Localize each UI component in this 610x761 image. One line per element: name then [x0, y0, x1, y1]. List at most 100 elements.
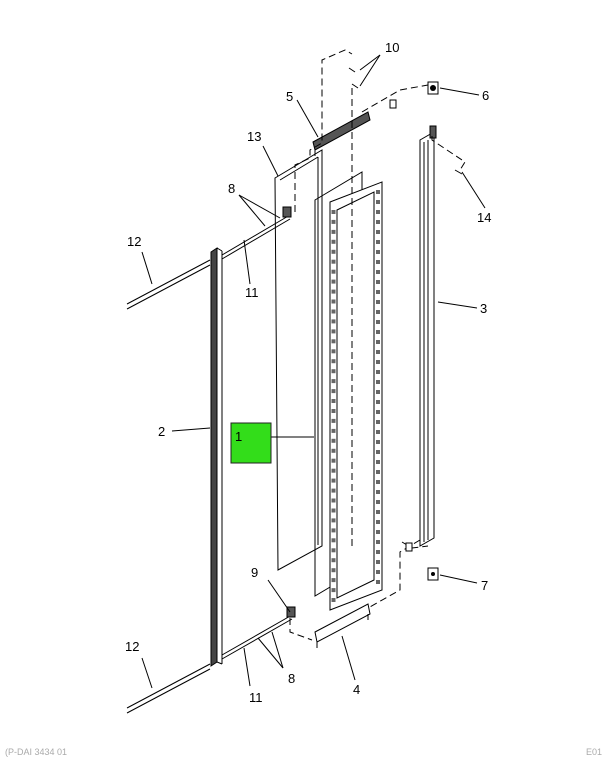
perforation	[376, 570, 380, 574]
perforation	[376, 190, 380, 194]
perforation	[331, 518, 336, 523]
highlight-box[interactable]	[230, 422, 272, 464]
perforation	[376, 500, 380, 504]
perforation	[376, 440, 380, 444]
perforation	[331, 309, 336, 314]
perforation	[376, 580, 380, 584]
callout-4[interactable]: 4	[353, 682, 360, 697]
perforation	[331, 458, 336, 463]
perforation	[331, 409, 336, 413]
callout-14[interactable]: 14	[477, 210, 491, 225]
perforation	[376, 520, 380, 524]
callout-13[interactable]: 13	[247, 129, 261, 144]
perforation	[376, 470, 380, 474]
rod-lower	[126, 663, 211, 714]
callout-7[interactable]: 7	[481, 578, 488, 593]
perforation	[331, 210, 336, 214]
perforation	[331, 399, 336, 403]
bottom-hinge	[427, 567, 439, 581]
perforation	[376, 330, 380, 334]
footer-code-right: E01	[585, 747, 602, 757]
perforation	[376, 420, 380, 424]
perforation	[331, 379, 336, 384]
perforation	[376, 430, 380, 434]
callout-9[interactable]: 9	[251, 565, 258, 580]
perforation	[376, 220, 380, 224]
perforation	[376, 550, 380, 554]
perforation	[331, 219, 336, 224]
perforation	[376, 340, 380, 344]
perforation	[376, 530, 380, 534]
callout-6[interactable]: 6	[482, 88, 489, 103]
callout-2[interactable]: 2	[158, 424, 165, 439]
callout-1[interactable]: 1	[235, 429, 242, 444]
callout-8-lower[interactable]: 8	[288, 671, 295, 686]
perforation	[331, 538, 336, 543]
perforation	[331, 448, 336, 453]
perforation	[331, 508, 336, 513]
perforation	[331, 289, 336, 294]
perforation	[331, 438, 336, 443]
perforation	[376, 410, 380, 414]
callout-10[interactable]: 10	[385, 40, 399, 55]
perforation	[331, 279, 336, 284]
perforation	[376, 460, 380, 464]
perforation	[331, 588, 336, 593]
perforation	[376, 300, 380, 304]
perforation	[331, 598, 336, 602]
perforation	[331, 229, 336, 234]
perforation	[331, 259, 336, 264]
perforation	[376, 260, 380, 264]
footer-code-left: (P-DAI 3434 01	[5, 747, 68, 757]
perforation	[376, 450, 380, 454]
top-bracket	[312, 111, 371, 156]
perforation	[331, 389, 336, 394]
callout-11-lower[interactable]: 11	[249, 690, 263, 705]
callout-12-lower[interactable]: 12	[125, 639, 139, 654]
perforation	[376, 280, 380, 284]
callout-8-upper[interactable]: 8	[228, 181, 235, 196]
perforation	[376, 400, 380, 404]
perforation	[376, 350, 380, 354]
perforation	[331, 349, 336, 354]
perforation	[331, 359, 336, 364]
perforation	[331, 468, 336, 473]
perforation	[376, 490, 380, 494]
callout-11-upper[interactable]: 11	[245, 285, 259, 300]
perforation	[331, 329, 336, 334]
perforation	[376, 240, 380, 244]
rod-upper	[126, 259, 211, 310]
perforation	[331, 528, 336, 533]
perforation	[331, 299, 336, 304]
bottom-bracket	[314, 603, 371, 648]
perforation	[331, 369, 336, 374]
perforation	[376, 480, 380, 484]
perforation	[376, 250, 380, 254]
perforation	[376, 210, 380, 214]
screws	[348, 67, 463, 552]
callout-5[interactable]: 5	[286, 89, 293, 104]
perforation	[331, 478, 336, 483]
perforation	[376, 510, 380, 514]
perforation	[376, 310, 380, 314]
frame-bar-left	[210, 247, 223, 667]
perforation	[376, 540, 380, 544]
perforation	[376, 560, 380, 564]
perforation	[331, 498, 336, 503]
perforation	[331, 249, 336, 254]
perforation	[331, 488, 336, 493]
perforation	[331, 558, 336, 563]
callout-3[interactable]: 3	[480, 301, 487, 316]
perforation	[376, 290, 380, 294]
perforation	[376, 230, 380, 234]
callout-labels: 1 2 3 4 5 6 7 8 8 9 10 11 11 12 12 13 14	[125, 40, 491, 705]
perforation	[331, 239, 336, 244]
lower-pins	[221, 606, 296, 660]
perforation	[376, 200, 380, 204]
callout-12-upper[interactable]: 12	[127, 234, 141, 249]
perforation	[376, 370, 380, 374]
perforation	[376, 270, 380, 274]
perforation	[331, 548, 336, 553]
perforation	[376, 360, 380, 364]
